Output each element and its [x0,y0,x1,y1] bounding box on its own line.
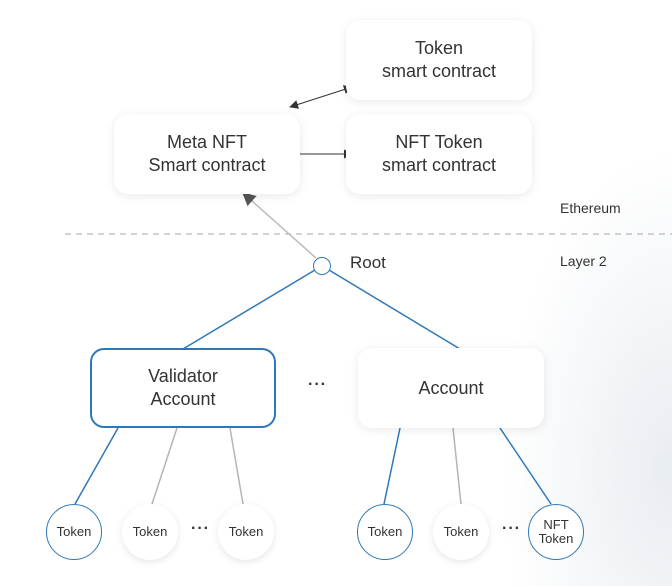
validator-account-line1: Validator [148,366,218,386]
validator-token-3-label: Token [228,524,264,539]
nft-token-node[interactable]: NFT Token [528,504,584,560]
validator-token-ellipsis: ··· [191,520,210,537]
meta-nft-line2: Smart contract [148,155,266,175]
nft-token-line1: NFT [543,517,569,532]
validator-token-1[interactable]: Token [46,504,102,560]
nft-token-smart-contract[interactable]: NFT Token smart contract [346,114,532,194]
account-to-nft-token-edge [499,427,552,505]
account[interactable]: Account [358,348,544,428]
meta-to-token-contract-arrow [289,85,353,109]
validator-to-token-3-edge [229,427,244,505]
nft-token-line2: Token [538,531,574,546]
account-ellipsis: ··· [308,376,327,393]
account-to-token-1-edge [383,427,401,505]
root-to-meta-arrow [241,192,317,259]
meta-nft-smart-contract[interactable]: Meta NFT Smart contract [114,114,300,194]
validator-account[interactable]: Validator Account [90,348,276,428]
account-token-2[interactable]: Token [433,504,489,560]
account-token-1-label: Token [367,524,403,539]
validator-to-token-2-edge [151,427,178,505]
account-token-ellipsis: ··· [502,520,521,537]
layer2-label: Layer 2 [560,253,607,269]
nft-token-contract-line1: NFT Token [395,132,483,152]
validator-to-token-1-edge [74,427,119,505]
ethereum-label: Ethereum [560,200,621,216]
root-node[interactable] [313,257,331,275]
nft-token-contract-line2: smart contract [381,155,497,175]
root-to-validator-edge [182,269,316,350]
meta-nft-line1: Meta NFT [166,132,247,152]
validator-account-line2: Account [150,389,216,409]
validator-token-2[interactable]: Token [122,504,178,560]
token-contract-line2: smart contract [381,61,497,81]
account-label: Account [418,377,484,398]
account-token-1[interactable]: Token [357,504,413,560]
account-token-2-label: Token [443,524,479,539]
validator-token-1-label: Token [56,524,92,539]
account-to-token-2-edge [452,427,462,505]
token-contract-line1: Token [414,38,464,58]
token-smart-contract[interactable]: Token smart contract [346,20,532,100]
root-label: Root [350,253,386,272]
root-to-account-edge [328,269,461,350]
validator-token-3[interactable]: Token [218,504,274,560]
validator-token-2-label: Token [132,524,168,539]
